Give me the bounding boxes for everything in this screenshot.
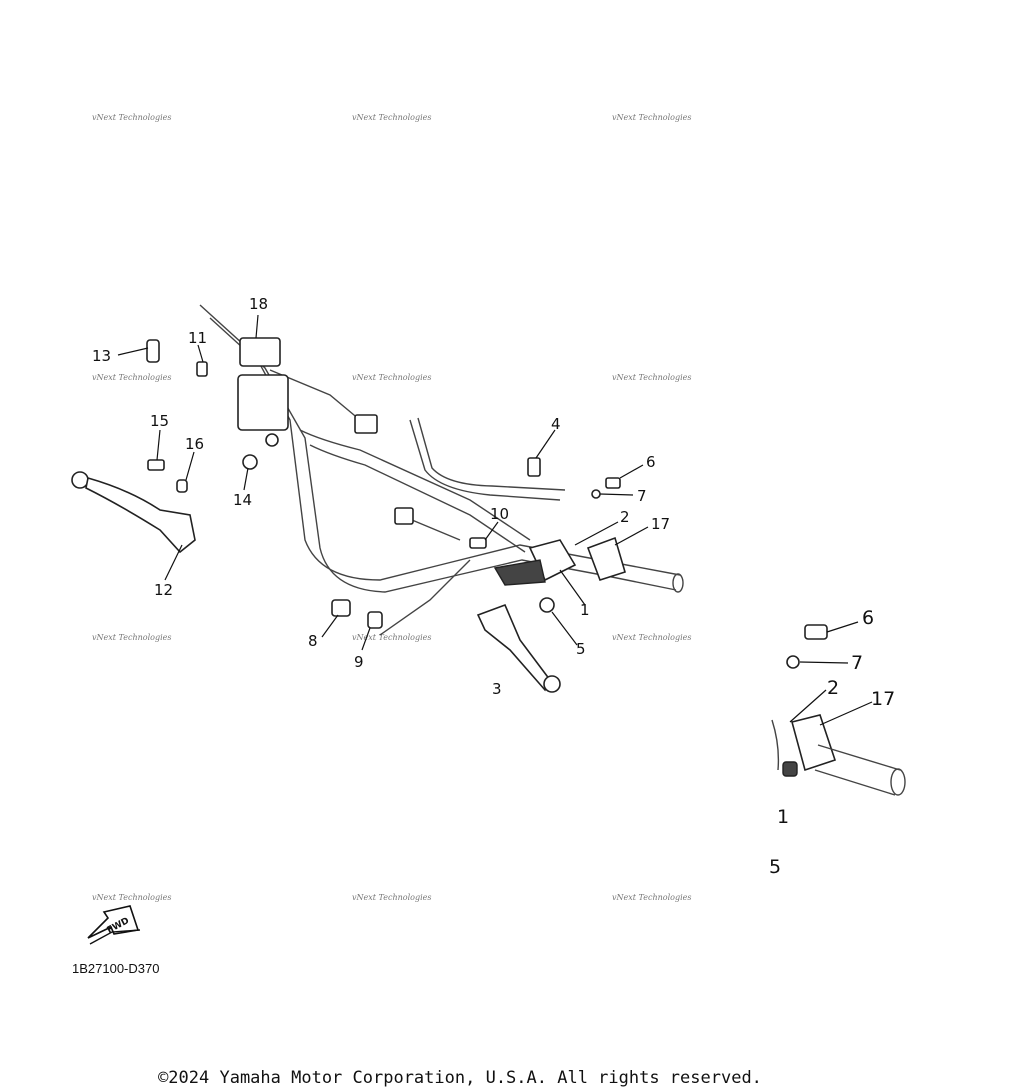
callout-4: 4 — [551, 415, 561, 433]
callout-11: 11 — [188, 329, 207, 347]
callout-16: 16 — [185, 435, 204, 453]
callout-18: 18 — [249, 295, 268, 313]
callout-14: 14 — [233, 491, 252, 509]
watermark: vNext Technologies — [612, 893, 691, 902]
callout-15: 15 — [150, 412, 169, 430]
watermark: vNext Technologies — [352, 893, 431, 902]
copyright-notice: ©2024 Yamaha Motor Corporation, U.S.A. A… — [158, 1068, 762, 1088]
front-brake-lever — [71, 471, 196, 554]
callout-10: 10 — [490, 505, 509, 523]
clutch-lever-holder — [493, 539, 577, 613]
callout-8: 8 — [308, 632, 318, 650]
switch-connector — [354, 414, 414, 525]
watermark: vNext Technologies — [612, 373, 691, 382]
callout-13: 13 — [92, 347, 111, 365]
watermark: vNext Technologies — [352, 373, 431, 382]
diagram-code: 1B27100-D370 — [72, 961, 160, 976]
callout-2: 2 — [620, 508, 630, 526]
leader-lines — [117, 314, 649, 651]
watermark: vNext Technologies — [92, 113, 171, 122]
watermark: vNext Technologies — [92, 373, 171, 382]
watermark: vNext Technologies — [92, 893, 171, 902]
callout-1: 1 — [580, 601, 590, 619]
callout-5: 5 — [576, 640, 586, 658]
handlebar — [199, 304, 684, 636]
callout-9: 9 — [354, 653, 364, 671]
callout-7: 7 — [637, 487, 647, 505]
inset-callout-1: 1 — [777, 806, 789, 828]
watermark: vNext Technologies — [612, 633, 691, 642]
watermark-layer: vNext Technologies vNext Technologies vN… — [92, 113, 691, 902]
callout-6: 6 — [646, 453, 656, 471]
callout-17: 17 — [651, 515, 670, 533]
inset-callout-7: 7 — [851, 652, 863, 674]
callout-labels: 1 2 3 4 5 6 7 8 9 10 11 12 13 14 15 16 1… — [92, 295, 670, 698]
forward-arrow-icon: FWD — [87, 905, 141, 945]
watermark: vNext Technologies — [92, 633, 171, 642]
clutch-lever — [476, 603, 561, 693]
inset-detail: 6 7 2 17 1 5 — [769, 607, 906, 878]
inset-callout-6: 6 — [862, 607, 874, 629]
bolts — [146, 339, 621, 629]
watermark: vNext Technologies — [352, 633, 431, 642]
master-cylinder — [237, 337, 289, 447]
inset-callout-5: 5 — [769, 856, 781, 878]
callout-3: 3 — [492, 680, 502, 698]
watermark: vNext Technologies — [612, 113, 691, 122]
watermark: vNext Technologies — [352, 113, 431, 122]
hot-start-holder — [586, 536, 626, 581]
inset-callout-17: 17 — [871, 688, 895, 710]
inset-callout-2: 2 — [827, 677, 839, 699]
callout-12: 12 — [154, 581, 173, 599]
